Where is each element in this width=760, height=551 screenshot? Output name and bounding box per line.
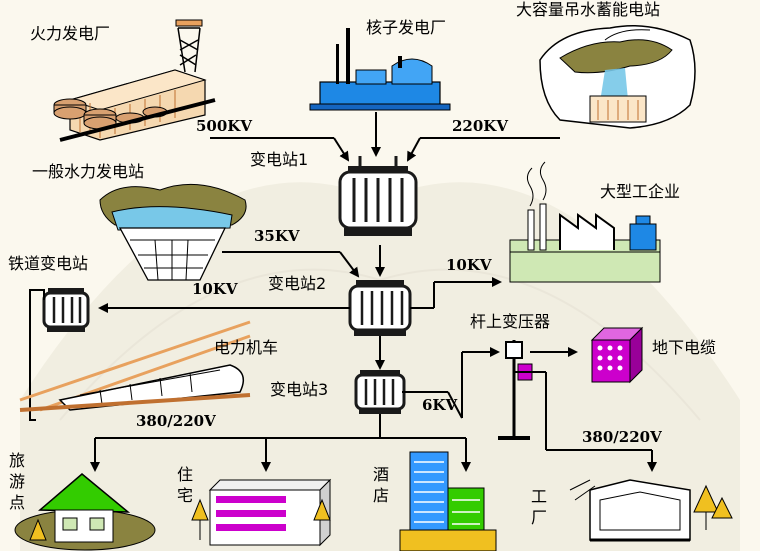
industry-label: 大型工企业: [600, 182, 681, 201]
hydro-station-icon: [99, 183, 247, 281]
factory-label: 工厂: [530, 487, 547, 527]
hotel-icon: [399, 451, 497, 551]
voltage-10kv-industry: 10KV: [446, 256, 492, 274]
hydro-station-label: 一般水力发电站: [32, 162, 145, 181]
thermal-plant-icon: [53, 19, 216, 142]
underground-cable-label: 地下电缆: [652, 338, 717, 357]
substation-3-label: 变电站3: [270, 380, 329, 399]
voltage-380-220v-left: 380/220V: [136, 412, 216, 430]
substation-2-label: 变电站2: [268, 274, 327, 293]
residence-icon: [191, 478, 332, 547]
substation-1-label: 变电站1: [250, 150, 309, 169]
transformer-sub1-icon: [338, 156, 418, 236]
tourist-spot-label: 旅游点: [8, 451, 25, 512]
tourist-spot-icon: [14, 473, 156, 551]
pole-transformer-icon: [498, 340, 546, 440]
voltage-220kv: 220KV: [452, 117, 508, 135]
pumped-storage-icon: [539, 24, 696, 129]
locomotive-label: 电力机车: [214, 338, 279, 357]
factory-icon: [569, 479, 733, 542]
railway-substation-label: 铁道变电站: [8, 254, 89, 273]
pole-transformer-label: 杆上变压器: [470, 312, 551, 331]
industry-icon: [509, 161, 661, 283]
voltage-10kv-hydro: 10KV: [192, 280, 238, 298]
voltage-6kv: 6KV: [422, 396, 458, 414]
voltage-500kv: 500KV: [196, 117, 252, 135]
voltage-380-220v-right: 380/220V: [582, 428, 662, 446]
thermal-plant-label: 火力发电厂: [30, 24, 111, 43]
transformer-sub2-icon: [348, 280, 412, 336]
pumped-storage-label: 大容量吊水蓄能电站: [516, 0, 661, 19]
transformer-sub3-icon: [354, 370, 406, 414]
transformer-railway-icon: [42, 288, 90, 332]
residence-label: 住宅: [176, 465, 193, 505]
connection-lines: [29, 112, 657, 472]
nuclear-plant-label: 核子发电厂: [366, 18, 447, 37]
cable-box-icon: [590, 326, 644, 384]
voltage-35kv: 35KV: [254, 227, 300, 245]
locomotive-icon: [19, 320, 251, 412]
hotel-label: 酒店: [372, 465, 389, 505]
nuclear-plant-icon: [309, 28, 451, 111]
